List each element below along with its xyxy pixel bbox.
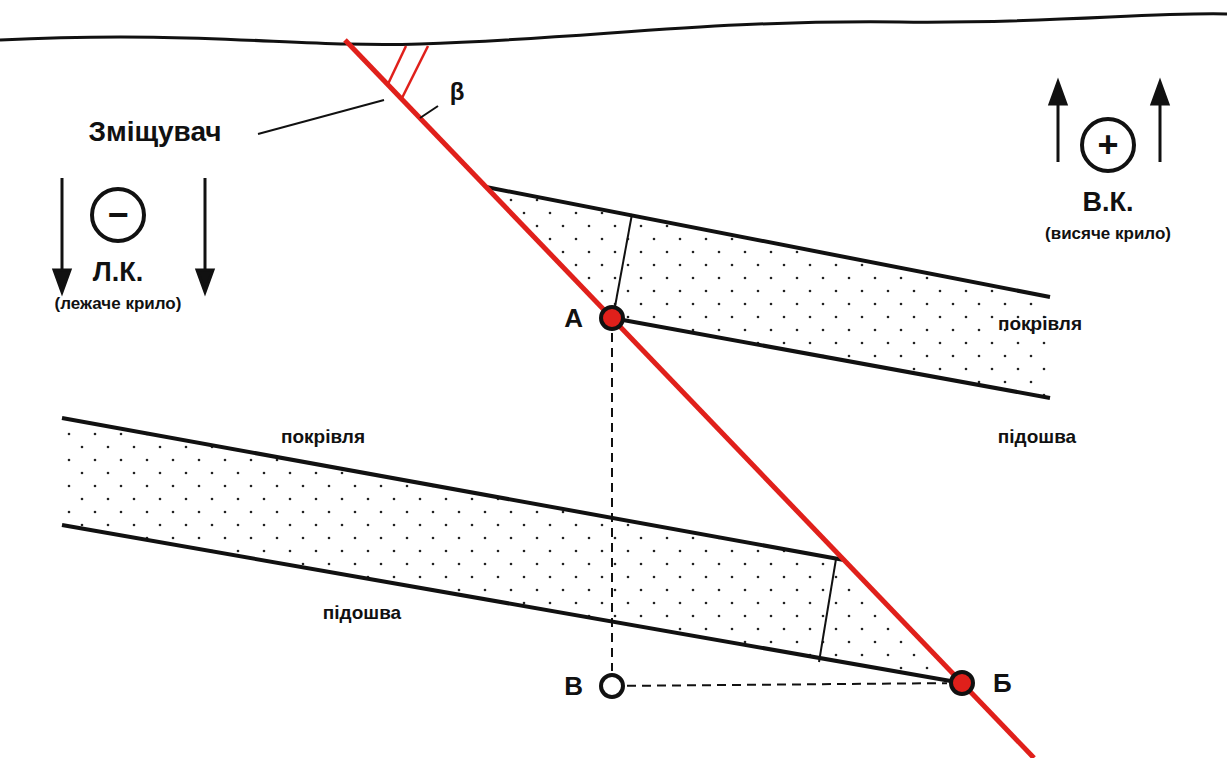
angle-tick	[420, 106, 438, 118]
wing-name: (лежаче крило)	[55, 294, 182, 314]
ground-surface	[0, 14, 1227, 45]
bed-line	[486, 187, 1050, 297]
fault-label: Зміщувач	[88, 116, 221, 148]
wing-symbol: + В.К. (висяче крило)	[1008, 117, 1208, 244]
sign-circle: +	[1080, 117, 1136, 173]
thickness-line	[819, 559, 836, 662]
point-marker: В	[599, 673, 625, 699]
bed-line	[62, 525, 962, 683]
hanging-bed	[486, 187, 1050, 398]
sign-circle: −	[90, 187, 146, 243]
fault-line	[345, 40, 1034, 758]
dashed-connector	[627, 683, 947, 686]
angle-label: β	[450, 78, 465, 106]
sign-text: −	[107, 197, 128, 233]
layer-label: підошва	[998, 426, 1076, 448]
thickness-line	[614, 214, 632, 312]
layer-label: покрівля	[998, 313, 1082, 335]
leader-line	[258, 100, 384, 134]
point-label: А	[564, 303, 583, 334]
sign-text: +	[1097, 127, 1118, 163]
wing-symbol: − Л.К. (лежаче крило)	[18, 187, 218, 314]
fault-hatch	[402, 46, 428, 98]
foot-bed	[62, 418, 962, 683]
point-label: Б	[993, 668, 1012, 699]
wing-abbr: Л.К.	[93, 257, 143, 288]
point-marker: Б	[949, 670, 975, 696]
dashed-connector	[611, 333, 613, 671]
wing-name: (висяче крило)	[1045, 224, 1171, 244]
layer-label: підошва	[323, 602, 401, 624]
layer-label: покрівля	[281, 426, 365, 448]
point-marker: А	[599, 305, 625, 331]
fault-hatch	[388, 46, 406, 84]
wing-abbr: В.К.	[1083, 187, 1134, 218]
down-arrows	[54, 178, 213, 292]
point-label: В	[564, 671, 583, 702]
